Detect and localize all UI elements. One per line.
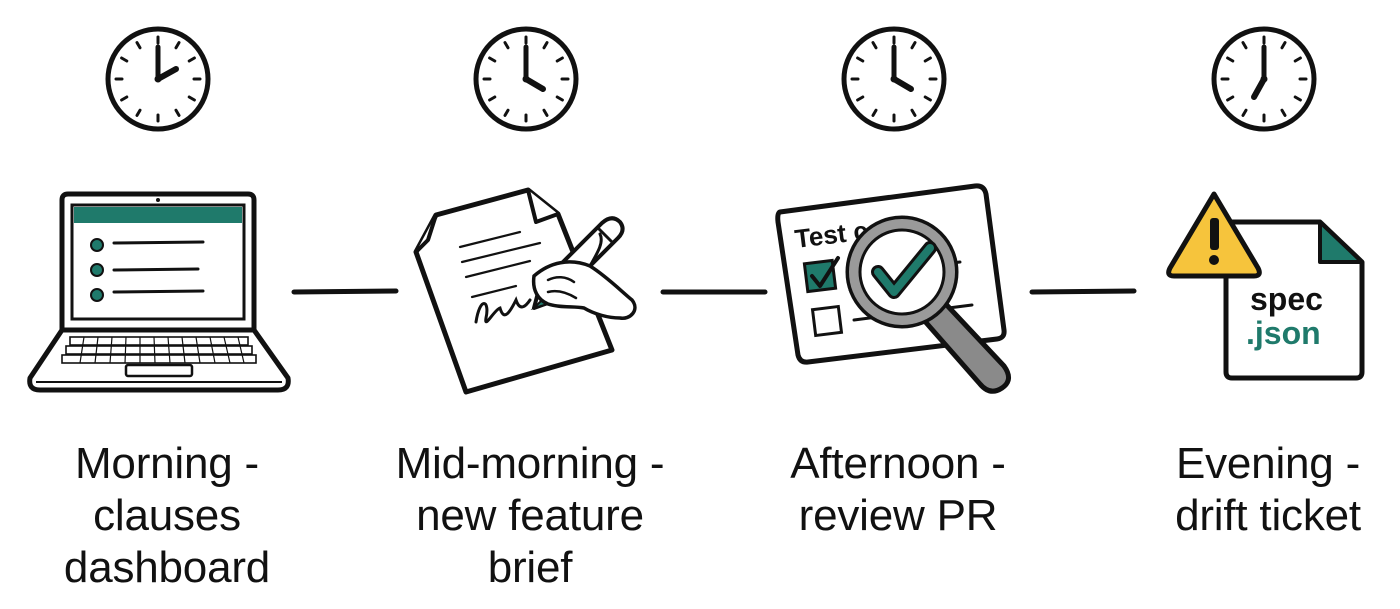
connector-line <box>291 288 399 295</box>
file-name-extension: .json <box>1246 315 1321 351</box>
stage-label-line: Morning - <box>74 439 260 488</box>
connector-line <box>1029 288 1137 295</box>
stage-label-afternoon: Afternoon - review PR <box>733 438 1063 542</box>
stage-label-line: dashboard <box>63 543 271 592</box>
stage-label-line: Mid-morning - <box>395 439 665 488</box>
stage-label-evening: Evening - drift ticket <box>1103 438 1400 542</box>
stage-label-mid-morning: Mid-morning - new feature brief <box>365 438 695 594</box>
clock-icon <box>476 29 576 129</box>
stage-label-line: Afternoon - <box>790 439 1006 488</box>
test-card-magnifier-icon: Test card <box>775 183 1011 394</box>
document-signing-icon <box>413 187 637 395</box>
clock-icon <box>844 29 944 129</box>
warning-file-icon: spec .json <box>1166 191 1365 381</box>
timeline-connectors <box>291 288 1137 295</box>
clock-icon <box>108 29 208 129</box>
stage-label-line: new feature <box>416 491 644 540</box>
file-name-base: spec <box>1250 281 1323 317</box>
stage-label-line: brief <box>487 543 573 592</box>
stage-label-line: clauses <box>93 491 241 540</box>
laptop-icon <box>27 191 291 393</box>
clock-icon <box>1214 29 1314 129</box>
stage-label-line: Evening - <box>1175 439 1361 488</box>
stage-label-line: review PR <box>798 491 998 540</box>
stage-label-morning: Morning - clauses dashboard <box>2 438 332 594</box>
stage-label-line: drift ticket <box>1175 491 1361 540</box>
